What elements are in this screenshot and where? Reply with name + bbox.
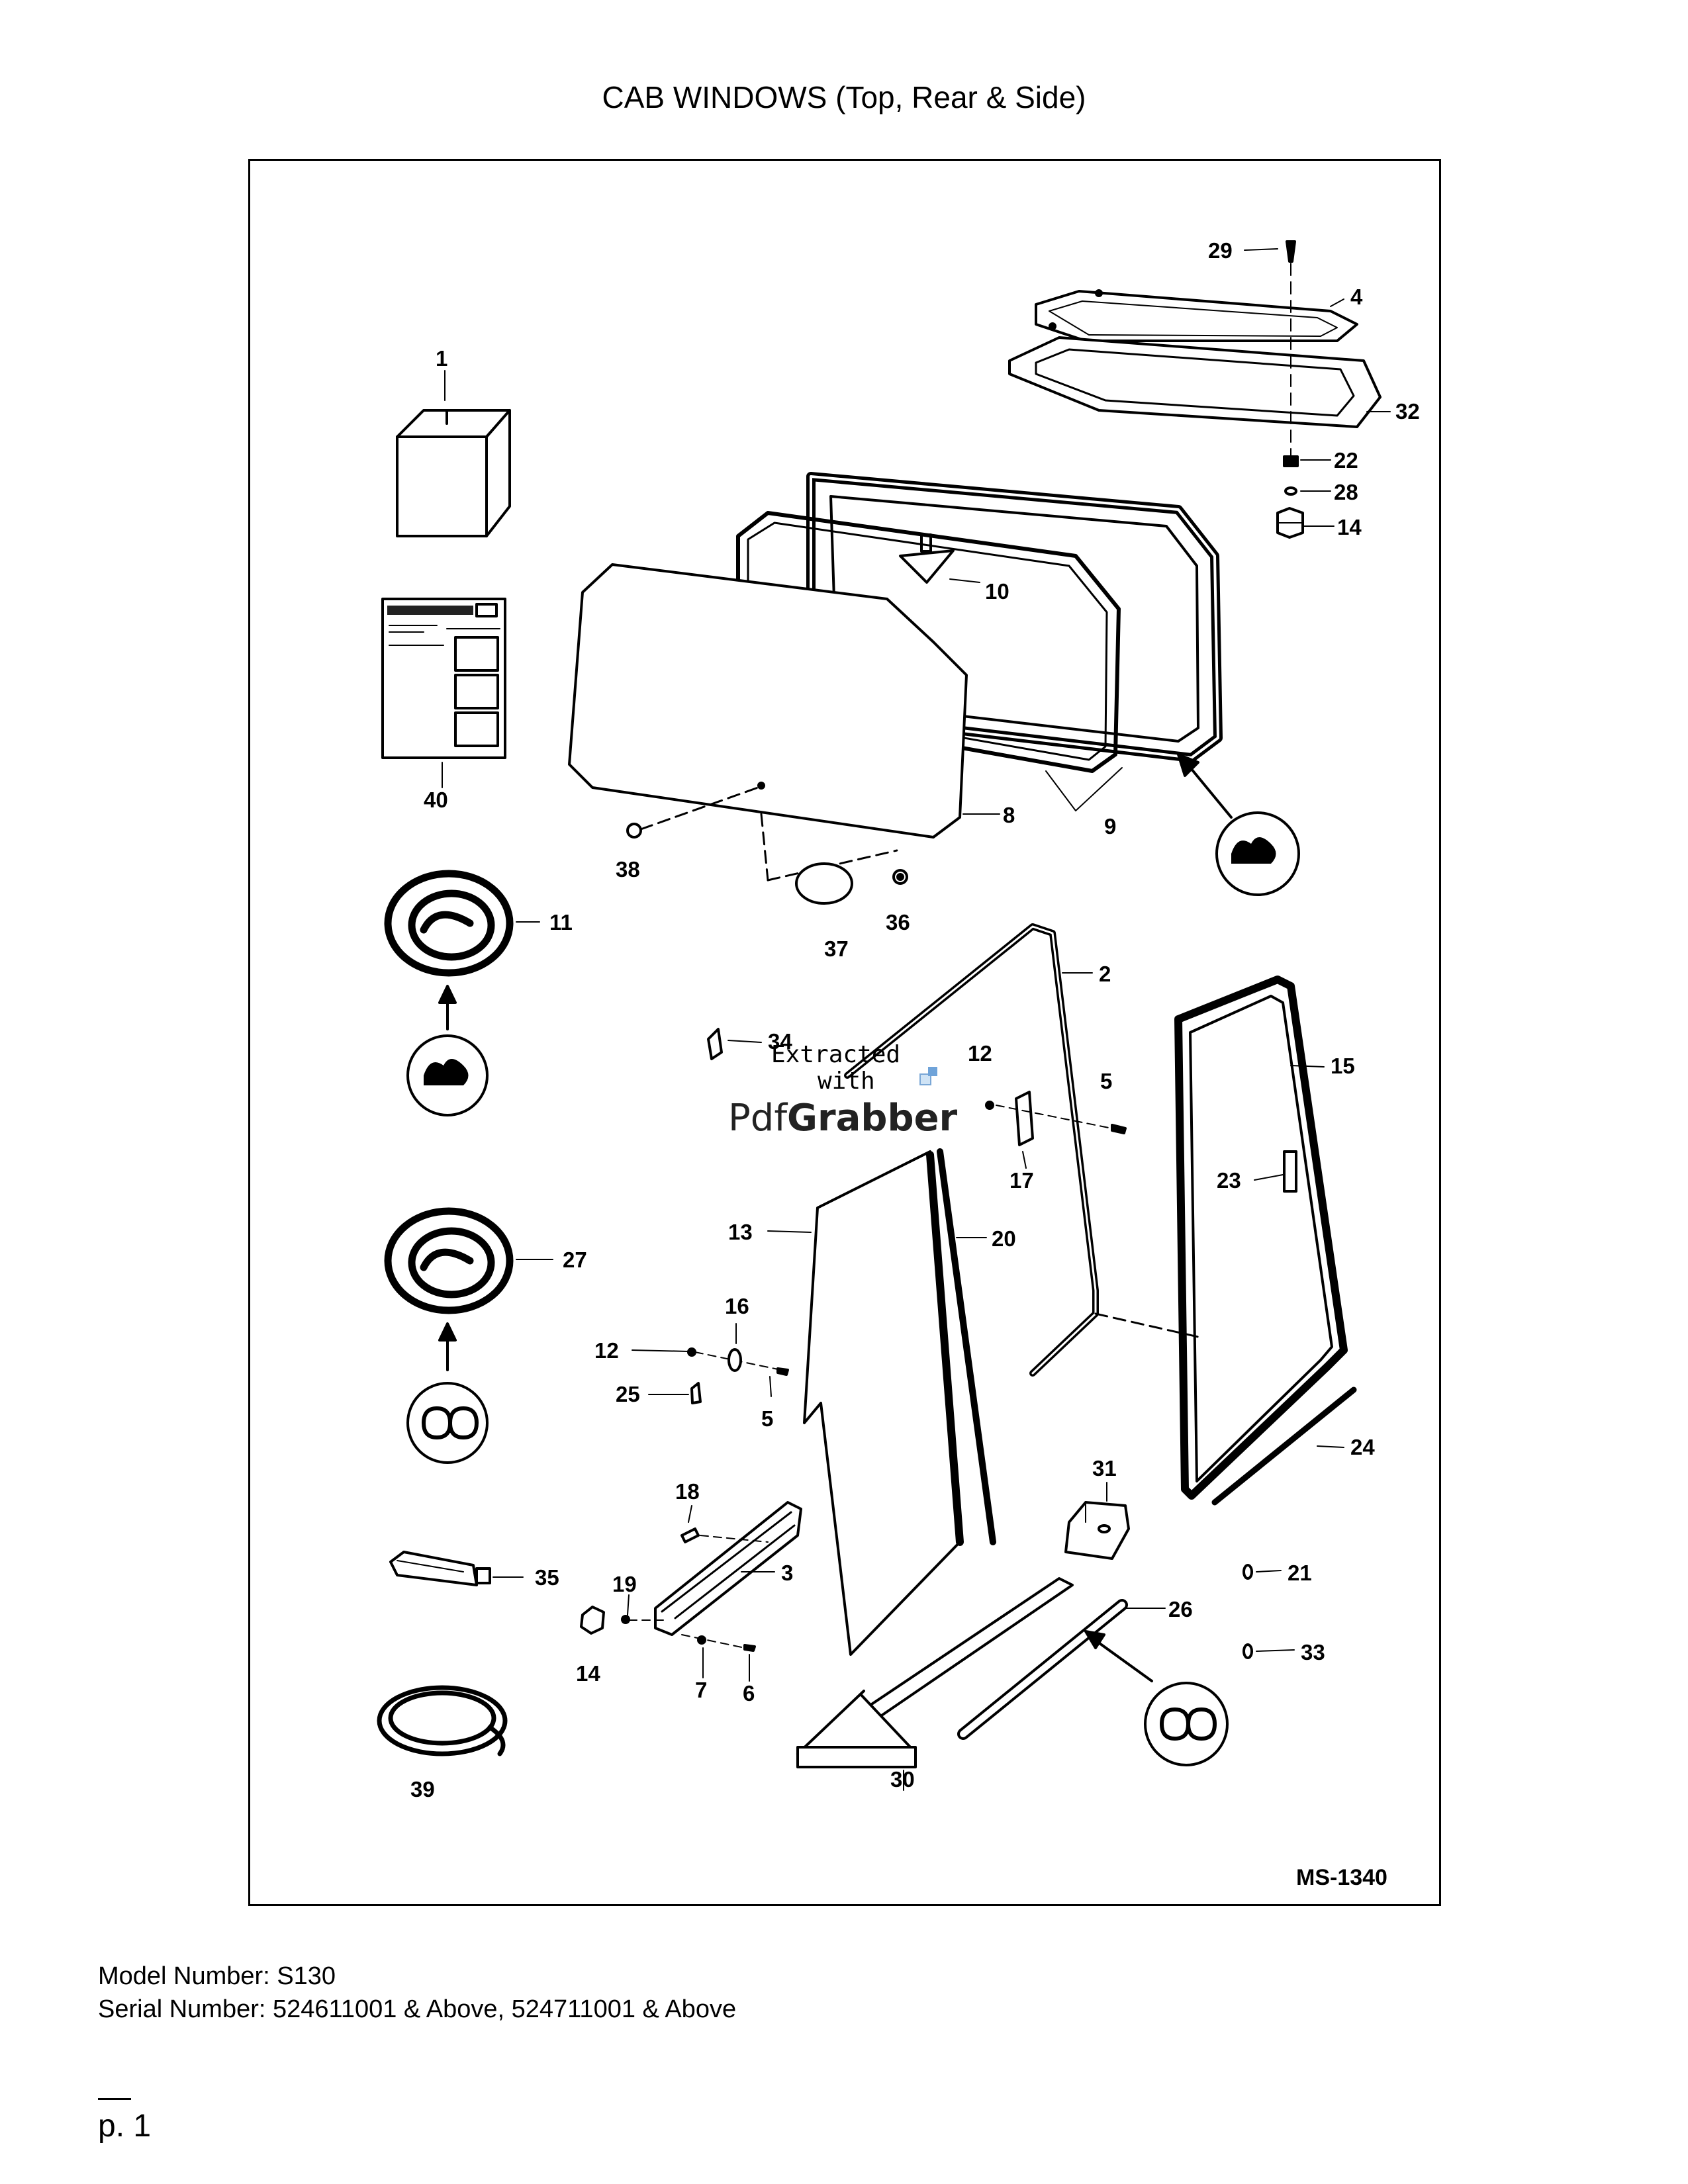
- callout-38: 38: [616, 857, 640, 882]
- callout-3: 3: [781, 1561, 793, 1585]
- watermark-line2: with: [818, 1068, 875, 1095]
- callout-2: 2: [1099, 962, 1111, 986]
- part-11-coil-seal: [384, 870, 514, 977]
- callout-11: 11: [549, 910, 573, 934]
- part-32-top-window-seal: [1008, 336, 1382, 428]
- callout-5-lower: 5: [761, 1406, 773, 1431]
- part-40-instructions-sheet: [381, 598, 506, 759]
- callout-17: 17: [1009, 1168, 1034, 1193]
- svg-text:PdfGrabber: PdfGrabber: [728, 1097, 958, 1140]
- callout-23: 23: [1217, 1168, 1241, 1193]
- callout-18: 18: [675, 1479, 700, 1504]
- callout-12-upper: 12: [968, 1041, 992, 1066]
- callout-24: 24: [1350, 1435, 1375, 1459]
- watermark-brand-light: Pdf: [728, 1097, 788, 1140]
- callout-8: 8: [1003, 803, 1015, 827]
- callout-4: 4: [1350, 285, 1363, 309]
- part-4-top-window: [1035, 289, 1358, 342]
- callout-labels: 1 40 11 27 35 39 29 4 32 22 28 14 10 8 9…: [410, 238, 1420, 1890]
- callout-27: 27: [563, 1248, 587, 1272]
- callout-22: 22: [1334, 448, 1358, 473]
- callout-14-top: 14: [1337, 515, 1362, 539]
- part-39-hose-coil: [377, 1685, 508, 1756]
- callout-29: 29: [1208, 238, 1233, 263]
- part-10-latch: [899, 533, 955, 584]
- callout-28: 28: [1334, 480, 1358, 504]
- watermark-brand-bold: Grabber: [787, 1097, 958, 1140]
- callout-21: 21: [1288, 1561, 1312, 1585]
- callout-6: 6: [743, 1681, 755, 1706]
- watermark-line1: Extracted: [771, 1041, 900, 1068]
- part-13-side-window-glass: [803, 1150, 964, 1656]
- part-27-coil-seal: [384, 1207, 514, 1314]
- footer-rule: [98, 2098, 131, 2100]
- callout-9: 9: [1104, 814, 1116, 839]
- part-31-block: [1064, 1501, 1130, 1560]
- callout-37: 37: [824, 936, 849, 961]
- callout-5-upper: 5: [1100, 1069, 1112, 1093]
- callout-33: 33: [1301, 1640, 1325, 1664]
- part-15-door-frame: [1174, 976, 1348, 1500]
- part-30-base-strip: [796, 1577, 1074, 1768]
- diagram-frame: [248, 159, 1441, 1906]
- callout-26: 26: [1168, 1597, 1193, 1621]
- callout-36: 36: [886, 910, 910, 934]
- callout-20: 20: [992, 1226, 1016, 1251]
- callout-19: 19: [612, 1572, 637, 1596]
- page-number: p. 1: [98, 2109, 152, 2144]
- part-35-sealant-tube: [389, 1551, 491, 1586]
- callout-32: 32: [1395, 399, 1420, 424]
- part-1-box: [396, 409, 511, 537]
- callout-13: 13: [728, 1220, 753, 1244]
- model-number: Model Number: S130: [98, 1962, 336, 1990]
- callout-1: 1: [436, 346, 447, 371]
- callout-12-lower: 12: [594, 1338, 619, 1363]
- serial-number: Serial Number: 524611001 & Above, 524711…: [98, 1995, 737, 2023]
- callout-10: 10: [985, 579, 1009, 604]
- part-8-rear-window-glass: [568, 563, 968, 839]
- callout-35: 35: [535, 1565, 559, 1590]
- page-title: CAB WINDOWS (Top, Rear & Side): [602, 80, 1086, 114]
- callout-39: 39: [410, 1777, 435, 1801]
- callout-7: 7: [695, 1678, 707, 1702]
- callout-40: 40: [424, 788, 448, 812]
- callout-15: 15: [1331, 1054, 1355, 1078]
- diagram-code: MS-1340: [1296, 1865, 1387, 1890]
- callout-25: 25: [616, 1382, 640, 1406]
- pdfgrabber-watermark: Extracted with PdfGrabber: [728, 1041, 958, 1140]
- callout-31: 31: [1092, 1456, 1117, 1480]
- part-3-hinge-bracket: [654, 1501, 802, 1636]
- callout-30: 30: [890, 1767, 915, 1792]
- callout-16: 16: [725, 1294, 749, 1318]
- callout-34: 34: [768, 1029, 792, 1054]
- callout-14-lower: 14: [576, 1661, 600, 1686]
